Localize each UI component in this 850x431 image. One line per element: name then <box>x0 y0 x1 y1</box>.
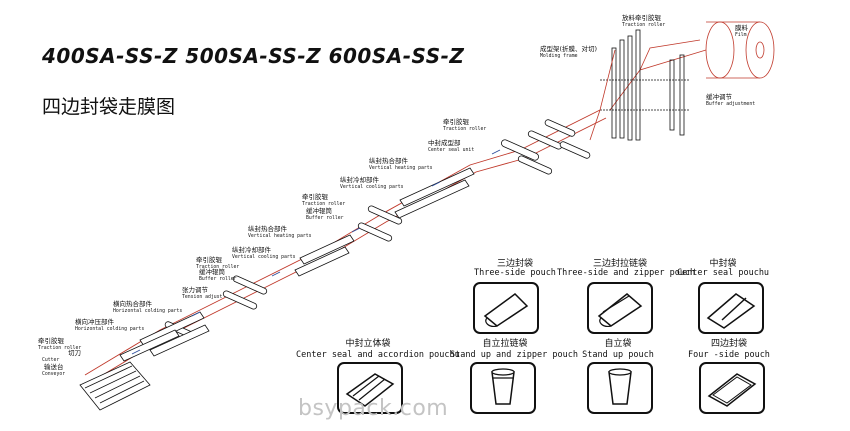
pouch-label-cn-6: 自立袋 <box>604 339 632 349</box>
label-buffer2-cn: 缓冲辊筒 <box>199 267 226 276</box>
label-callouts: 膜料 Film 放料牵引胶辊 Traction roller 成型架(折膜、对切… <box>38 13 755 377</box>
pouch-label-cn-2: 三边封拉链袋 <box>592 259 647 269</box>
label-traction1-en: Traction roller <box>443 126 486 132</box>
three-side-zipper-pouch-icon <box>587 282 653 334</box>
label-traction2-en: Traction roller <box>302 201 345 207</box>
sealing-bars <box>119 167 475 362</box>
label-cutter-cn: 切刀 <box>68 349 81 357</box>
label-film-cn: 膜料 <box>735 23 749 32</box>
pouch-label-en-7: Four -side pouch <box>688 350 770 360</box>
label-vert-cool1-en: Vertical cooling parts <box>340 184 404 190</box>
label-conveyor-cn: 输送台 <box>44 362 64 371</box>
label-horiz-cool-en: Horizontal colding parts <box>75 326 144 332</box>
label-forming-cn: 成型架(折膜、对切) <box>540 44 597 53</box>
film-roll <box>609 21 775 111</box>
four-side-pouch-icon <box>699 362 765 414</box>
conveyor <box>79 361 151 411</box>
label-traction3-cn: 牵引胶辊 <box>196 255 223 264</box>
label-traction4-en: Traction roller <box>38 345 81 351</box>
pouch-label-cn-7: 四边封袋 <box>710 339 747 349</box>
label-conveyor-en: Conveyor <box>42 371 65 377</box>
accordion-pouch-icon <box>337 362 403 414</box>
pouch-label-en-3: Center seal pouchu <box>676 268 770 278</box>
label-center-seal-cn: 中封成型部 <box>428 138 461 147</box>
label-tension-cn: 张力调节 <box>182 285 209 294</box>
label-traction2-cn: 牵引胶辊 <box>302 192 329 201</box>
label-unwind-cn: 放料牵引胶辊 <box>622 13 662 22</box>
diagram-subtitle: 四边封袋走膜图 <box>42 96 176 118</box>
machine-model-title: 400SA-SS-Z 500SA-SS-Z 600SA-SS-Z <box>42 44 465 68</box>
pouch-label-en-1: Three-side pouch <box>474 268 556 278</box>
label-vert-heat1-cn: 纵封热合部件 <box>369 156 409 165</box>
label-vert-heat2-cn: 纵封热合部件 <box>248 224 288 233</box>
label-forming-en: Molding frame <box>540 53 578 59</box>
pouch-label-cn-3: 中封袋 <box>709 259 737 269</box>
pouch-label-en-5: Stand up and zipper pouch <box>450 350 578 360</box>
pouch-label-cn-4: 中封立体袋 <box>345 339 391 349</box>
center-seal-pouch-icon <box>698 282 764 334</box>
pouch-label-cn-1: 三边封袋 <box>496 259 533 269</box>
watermark: bsypack.com <box>298 396 449 421</box>
label-vert-cool2-en: Vertical cooling parts <box>232 254 296 260</box>
forming-frame <box>589 29 690 141</box>
standup-pouch-icon <box>587 362 653 414</box>
label-film-en: Film <box>735 32 747 38</box>
label-cutter-en: Cutter <box>42 357 59 363</box>
label-unwind-en: Traction roller <box>622 22 665 28</box>
label-buffer2-en: Buffer roller <box>199 276 237 282</box>
label-vert-cool1-cn: 纵封冷却部件 <box>340 175 380 184</box>
pouch-label-en-4: Center seal and accordion pouchu <box>296 350 460 360</box>
label-horiz-heat-cn: 横向热合部件 <box>113 299 153 308</box>
pouch-label-en-2: Three-side and zipper pouch <box>557 268 696 278</box>
three-side-pouch-icon <box>473 282 539 334</box>
pouch-label-en-6: Stand up pouch <box>582 350 654 360</box>
label-horiz-heat-en: Horizontal colding parts <box>113 308 182 314</box>
label-vert-heat1-en: Vertical heating parts <box>369 165 433 171</box>
label-traction3-en: Traction roller <box>196 264 239 270</box>
label-tension-en: Tension adjust <box>182 294 223 300</box>
label-center-seal-en: Center seal unit <box>428 147 474 153</box>
label-horiz-cool-cn: 横向冲压部件 <box>75 317 115 326</box>
label-buffer-adj-cn: 缓冲调节 <box>706 92 733 101</box>
standup-zipper-pouch-icon <box>470 362 536 414</box>
label-traction1-cn: 牵引胶辊 <box>443 117 470 126</box>
label-buffer1-en: Buffer roller <box>306 215 344 221</box>
label-buffer1-cn: 缓冲辊筒 <box>306 206 333 215</box>
label-traction4-cn: 牵引胶辊 <box>38 336 65 345</box>
label-buffer-adj-en: Buffer adjustment <box>706 101 755 107</box>
label-vert-heat2-en: Vertical heating parts <box>248 233 312 239</box>
direction-arrows <box>131 149 501 355</box>
label-vert-cool2-cn: 纵封冷却部件 <box>232 245 272 254</box>
pouch-label-cn-5: 自立拉链袋 <box>482 339 528 349</box>
